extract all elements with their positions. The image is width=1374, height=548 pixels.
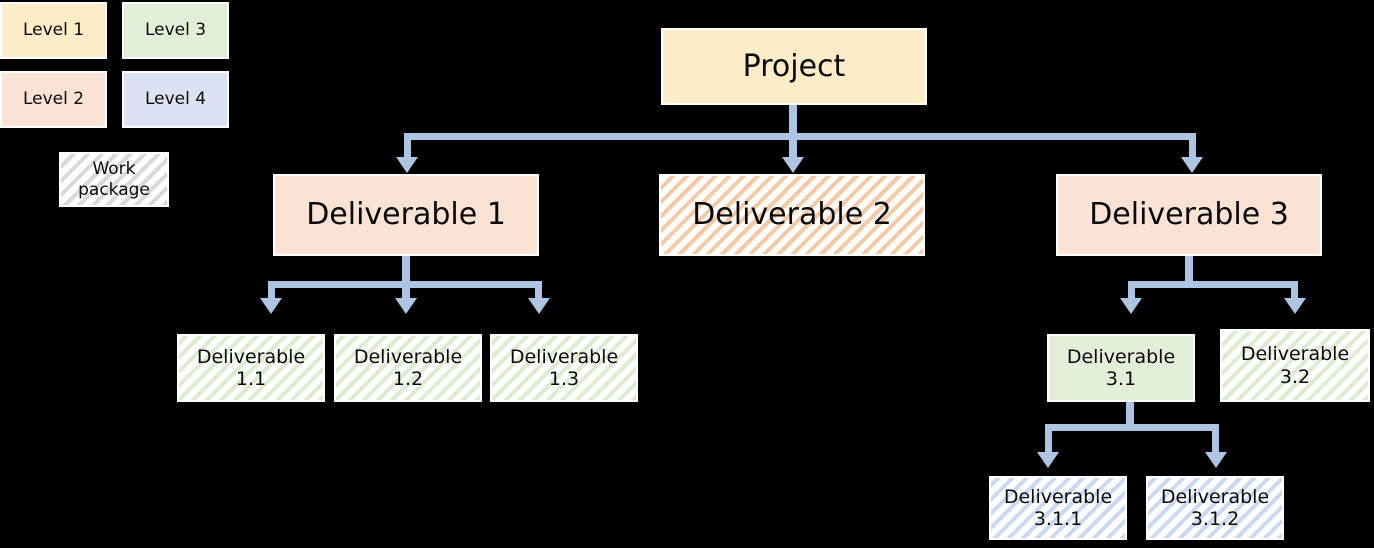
connector-drop-deliverable-1 [404, 133, 411, 160]
node-deliverable-1-1[interactable]: Deliverable 1.1 [177, 334, 325, 402]
connector-deliverable-3-1-stem [1126, 402, 1134, 426]
legend-item-level-1: Level 1 [0, 2, 107, 59]
connector-drop-deliverable-1-1 [268, 281, 275, 301]
node-deliverable-3-2[interactable]: Deliverable 3.2 [1220, 329, 1370, 402]
node-deliverable-1-3[interactable]: Deliverable 1.3 [490, 334, 638, 402]
legend-item-level-2: Level 2 [0, 71, 107, 128]
arrowhead-deliverable-3-2 [1284, 298, 1306, 314]
arrowhead-deliverable-3-1 [1120, 298, 1142, 314]
arrowhead-deliverable-2 [782, 157, 804, 173]
node-deliverable-3-1-2[interactable]: Deliverable 3.1.2 [1146, 476, 1284, 540]
arrowhead-deliverable-3 [1181, 157, 1203, 173]
connector-deliverable-3-1-bus [1045, 424, 1219, 431]
node-deliverable-3-1[interactable]: Deliverable 3.1 [1047, 334, 1195, 402]
arrowhead-deliverable-1-3 [528, 298, 550, 314]
connector-drop-deliverable-1-2 [402, 281, 410, 301]
arrowhead-deliverable-1 [396, 157, 418, 173]
node-deliverable-1[interactable]: Deliverable 1 [273, 174, 539, 256]
connector-drop-deliverable-1-3 [535, 281, 542, 301]
legend-item-work-package: Work package [59, 152, 169, 207]
node-deliverable-2[interactable]: Deliverable 2 [659, 174, 925, 256]
connector-drop-deliverable-3-1 [1128, 281, 1135, 301]
node-project[interactable]: Project [661, 28, 927, 105]
arrowhead-deliverable-3-1-1 [1037, 452, 1059, 468]
node-deliverable-1-2[interactable]: Deliverable 1.2 [334, 334, 482, 402]
legend-item-level-4: Level 4 [122, 71, 229, 128]
connector-drop-deliverable-2 [789, 133, 797, 160]
arrowhead-deliverable-1-1 [260, 298, 282, 314]
connector-project-bus [404, 133, 1193, 140]
connector-drop-deliverable-3-1-2 [1212, 424, 1219, 456]
legend-item-level-3: Level 3 [122, 2, 229, 59]
connector-drop-deliverable-3 [1189, 133, 1196, 160]
arrowhead-deliverable-3-1-2 [1205, 452, 1227, 468]
node-deliverable-3-1-1[interactable]: Deliverable 3.1.1 [989, 476, 1127, 540]
connector-deliverable-3-stem [1185, 256, 1193, 285]
connector-deliverable-3-bus [1128, 281, 1298, 288]
connector-drop-deliverable-3-1-1 [1045, 424, 1052, 456]
arrowhead-deliverable-1-2 [395, 298, 417, 314]
connector-project-stem [789, 105, 797, 136]
connector-drop-deliverable-3-2 [1291, 281, 1298, 301]
node-deliverable-3[interactable]: Deliverable 3 [1056, 174, 1322, 256]
connector-deliverable-1-stem [402, 256, 410, 285]
